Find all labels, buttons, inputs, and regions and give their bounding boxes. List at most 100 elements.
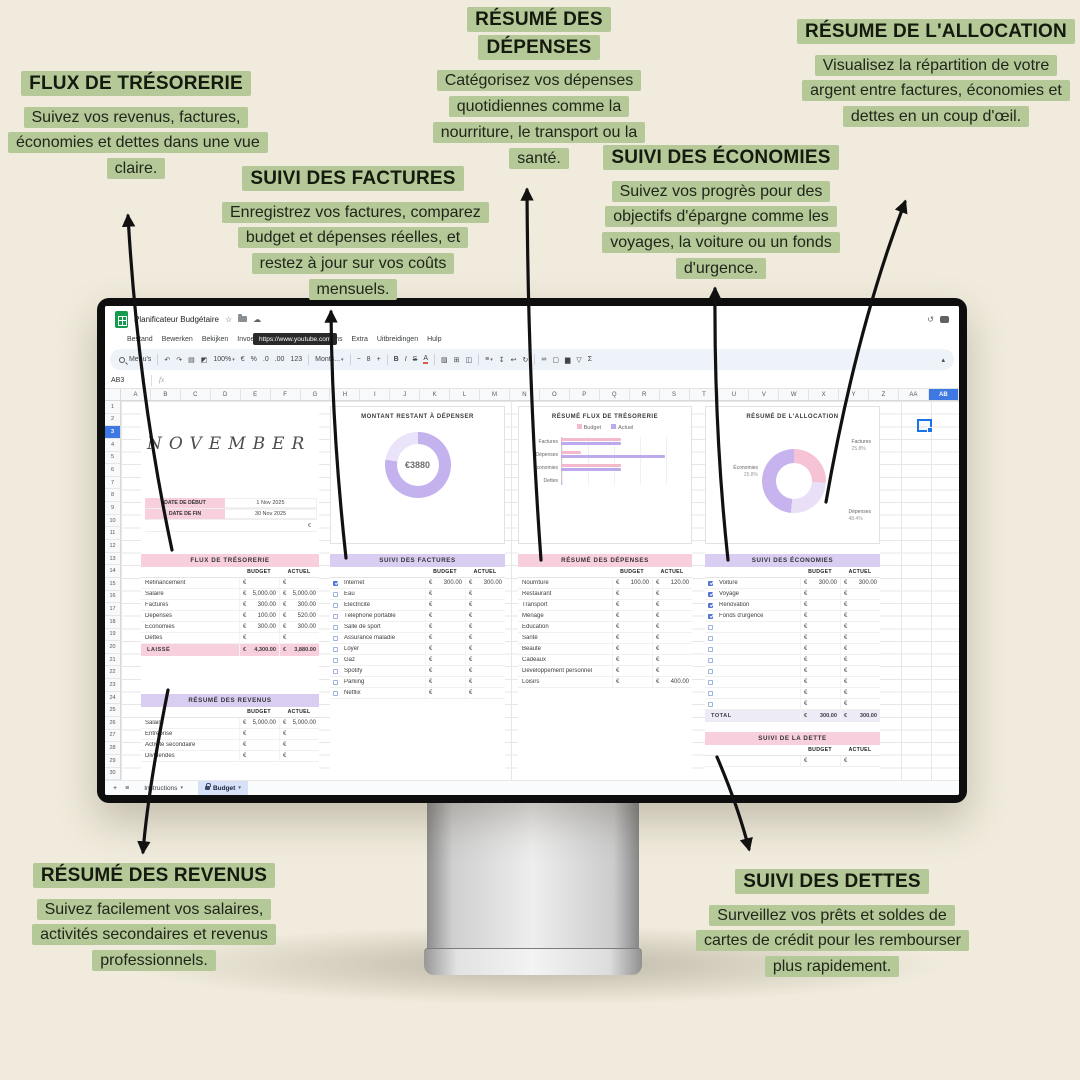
table-row[interactable]: Rénovation € € <box>705 600 880 611</box>
budget-cell[interactable]: € <box>239 578 279 588</box>
table-row[interactable]: Cadeaux € € <box>518 655 692 666</box>
italic-button[interactable]: I <box>404 356 407 363</box>
actual-cell[interactable]: €300.00 <box>279 622 319 632</box>
table-row[interactable]: Dépenses €100.00 €520.00 <box>141 611 319 622</box>
table-row[interactable]: Netflix € € <box>330 688 505 699</box>
row-header-cell[interactable]: 21 <box>105 654 120 667</box>
actual-cell[interactable]: € <box>840 688 880 698</box>
budget-cell[interactable]: € <box>425 655 465 665</box>
budget-cell[interactable]: €300.00 <box>800 578 840 588</box>
actual-cell[interactable]: €120.00 <box>652 578 692 588</box>
table-row[interactable]: € € <box>705 756 880 767</box>
row-header-cell[interactable]: 3 <box>105 426 120 439</box>
text-color-button[interactable]: A <box>423 355 429 364</box>
budget-cell[interactable]: € <box>800 644 840 654</box>
table-row[interactable]: Parking € € <box>330 677 505 688</box>
row-header-cell[interactable]: 28 <box>105 742 120 755</box>
budget-cell[interactable]: € <box>800 677 840 687</box>
row-header-cell[interactable]: 2 <box>105 414 120 427</box>
functions-button[interactable]: Σ <box>587 356 593 363</box>
move-folder-icon[interactable] <box>238 314 248 322</box>
font-size-input[interactable]: 8 <box>366 356 371 363</box>
column-header-cell[interactable]: F <box>271 389 301 400</box>
checkbox[interactable] <box>333 591 338 597</box>
star-icon[interactable]: ☆ <box>224 314 233 324</box>
table-row[interactable]: Téléphone portable € € <box>330 611 505 622</box>
budget-cell[interactable]: € <box>800 633 840 643</box>
actual-cell[interactable]: € <box>465 600 505 610</box>
budget-cell[interactable]: € <box>800 688 840 698</box>
budget-cell[interactable]: € <box>612 666 652 676</box>
table-row[interactable]: Loyer € € <box>330 644 505 655</box>
table-row[interactable]: Transport € € <box>518 600 692 611</box>
date-row[interactable]: DATE DE DÉBUT 1 Nov 2025 <box>145 498 317 509</box>
table-row[interactable]: Ménage € € <box>518 611 692 622</box>
menu-item[interactable]: Hulp <box>427 336 442 343</box>
actual-cell[interactable]: € <box>465 666 505 676</box>
actual-cell[interactable]: € <box>840 611 880 621</box>
tab-budget[interactable]: Budget▾ <box>197 780 248 795</box>
menu-item[interactable]: Bekijken <box>201 336 229 343</box>
create-filter-button[interactable]: ▽ <box>576 356 582 364</box>
actual-cell[interactable]: €5,000.00 <box>279 589 319 599</box>
fill-color-button[interactable]: ▨ <box>441 356 448 364</box>
budget-total-cell[interactable]: € <box>145 520 317 532</box>
budget-cell[interactable]: € <box>612 622 652 632</box>
table-row[interactable]: Restaurant € € <box>518 589 692 600</box>
row-header-cell[interactable]: 1 <box>105 401 120 414</box>
table-row[interactable]: Salaire €5,000.00 €5,000.00 <box>141 589 319 600</box>
column-header-cell[interactable]: S <box>660 389 690 400</box>
actual-cell[interactable]: € <box>279 729 319 739</box>
actual-cell[interactable]: €520.00 <box>279 611 319 621</box>
increase-font-size-button[interactable]: + <box>376 356 381 363</box>
actual-cell[interactable]: €300.00 <box>279 600 319 610</box>
checkbox[interactable] <box>708 580 713 586</box>
actual-cell[interactable]: € <box>279 751 319 761</box>
row-header-cell[interactable]: 15 <box>105 578 120 591</box>
row-header-cell[interactable]: 12 <box>105 540 120 553</box>
menu-item[interactable]: Invoegen <box>237 336 267 343</box>
table-row[interactable]: Développement personnel € € <box>518 666 692 677</box>
merge-cells-button[interactable]: ◫ <box>465 356 473 364</box>
column-header-cell[interactable]: X <box>809 389 840 400</box>
actual-cell[interactable]: € <box>652 655 692 665</box>
checkbox[interactable] <box>708 701 713 707</box>
budget-cell[interactable]: € <box>612 600 652 610</box>
actual-cell[interactable]: € <box>840 600 880 610</box>
column-header-cell[interactable]: H <box>330 389 361 400</box>
insert-comment-button[interactable]: ▢ <box>552 356 559 364</box>
table-row[interactable]: Refinancement € € <box>141 578 319 589</box>
row-header-cell[interactable]: 13 <box>105 553 120 566</box>
table-row[interactable]: € € <box>705 622 880 633</box>
budget-cell[interactable]: € <box>425 589 465 599</box>
table-row[interactable]: Dettes € € <box>141 633 319 644</box>
checkbox[interactable] <box>708 679 713 685</box>
actual-cell[interactable]: € <box>652 644 692 654</box>
table-row[interactable]: € € <box>705 655 880 666</box>
budget-cell[interactable]: € <box>612 644 652 654</box>
actual-cell[interactable]: € <box>465 589 505 599</box>
column-header-cell[interactable]: M <box>480 389 510 400</box>
zoom-select[interactable]: 100%▾ <box>213 356 235 363</box>
bold-button[interactable]: B <box>393 356 399 363</box>
row-header-cell[interactable]: 4 <box>105 439 120 452</box>
checkbox[interactable] <box>333 646 338 652</box>
table-row[interactable]: Beauté € € <box>518 644 692 655</box>
table-row[interactable]: Entreprise € € <box>141 729 319 740</box>
row-header-cell[interactable]: 6 <box>105 464 120 477</box>
column-header-cell[interactable]: O <box>540 389 570 400</box>
row-header-cell[interactable]: 23 <box>105 679 120 692</box>
table-row[interactable]: Santé € € <box>518 633 692 644</box>
row-header-cell[interactable]: 5 <box>105 452 120 465</box>
actual-cell[interactable]: €5,000.00 <box>279 718 319 728</box>
table-row[interactable]: Eau € € <box>330 589 505 600</box>
date-row[interactable]: DATE DE FIN 30 Nov 2025 <box>145 509 317 520</box>
actual-cell[interactable]: € <box>840 633 880 643</box>
actual-cell[interactable]: € <box>652 666 692 676</box>
column-header-cell[interactable]: L <box>450 389 481 400</box>
checkbox[interactable] <box>333 657 338 663</box>
checkbox[interactable] <box>333 602 338 608</box>
table-row[interactable]: Nourriture €100.00 €120.00 <box>518 578 692 589</box>
column-header-cell[interactable]: J <box>390 389 421 400</box>
budget-cell[interactable]: € <box>239 751 279 761</box>
